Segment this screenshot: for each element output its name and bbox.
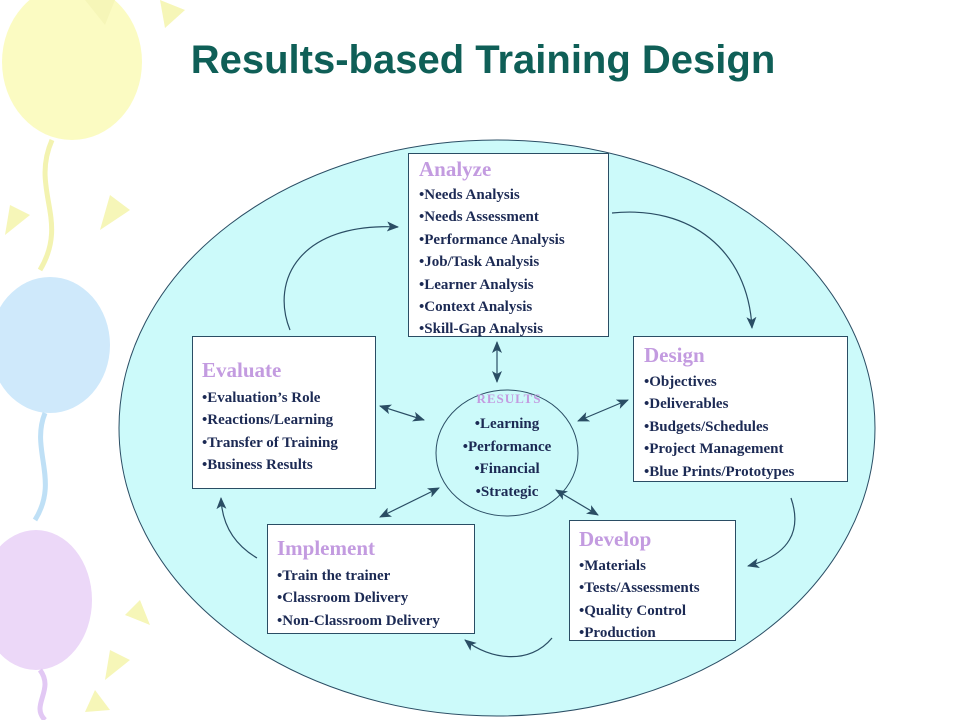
arrow-results-implement	[379, 487, 440, 518]
balloon-decoration-purple	[0, 530, 150, 720]
evaluate-heading: Evaluate	[202, 358, 282, 382]
list-item: Production	[579, 622, 735, 644]
arrow-results-evaluate	[379, 404, 425, 422]
list-item: Financial	[437, 458, 577, 481]
arrow-implement-to-evaluate	[216, 497, 258, 559]
list-item: Learning	[437, 413, 577, 436]
list-item: Train the trainer	[277, 565, 474, 587]
list-item: Tests/Assessments	[579, 577, 735, 599]
evaluate-box: Evaluate Evaluation’s Role Reactions/Lea…	[192, 336, 376, 489]
evaluate-list: Evaluation’s Role Reactions/Learning Tra…	[202, 387, 375, 477]
implement-list: Train the trainer Classroom Delivery Non…	[277, 565, 474, 632]
develop-heading: Develop	[579, 527, 652, 551]
list-item: Performance Analysis	[419, 229, 608, 251]
arrow-results-design	[577, 399, 629, 422]
design-heading: Design	[644, 343, 705, 367]
balloon-decoration-blue	[0, 277, 110, 522]
list-item: Evaluation’s Role	[202, 387, 375, 409]
list-item: Quality Control	[579, 600, 735, 622]
list-item: Skill-Gap Analysis	[419, 318, 608, 340]
analyze-list: Needs Analysis Needs Assessment Performa…	[419, 184, 608, 341]
list-item: Transfer of Training	[202, 432, 375, 454]
list-item: Blue Prints/Prototypes	[644, 461, 847, 483]
arrow-analyze-to-design	[611, 211, 757, 329]
results-heading: RESULTS	[476, 391, 542, 406]
list-item: Project Management	[644, 438, 847, 460]
implement-heading: Implement	[277, 536, 375, 560]
results-center: RESULTS Learning Performance Financial S…	[437, 391, 577, 503]
list-item: Classroom Delivery	[277, 587, 474, 609]
design-list: Objectives Deliverables Budgets/Schedule…	[644, 371, 847, 483]
list-item: Needs Assessment	[419, 206, 608, 228]
list-item: Objectives	[644, 371, 847, 393]
list-item: Deliverables	[644, 393, 847, 415]
develop-box: Develop Materials Tests/Assessments Qual…	[569, 520, 736, 641]
list-item: Job/Task Analysis	[419, 251, 608, 273]
implement-box: Implement Train the trainer Classroom De…	[267, 524, 475, 634]
list-item: Learner Analysis	[419, 274, 608, 296]
design-box: Design Objectives Deliverables Budgets/S…	[633, 336, 848, 482]
balloon-decoration-yellow	[2, 0, 185, 272]
list-item: Reactions/Learning	[202, 409, 375, 431]
arrow-design-to-develop	[747, 497, 796, 569]
list-item: Business Results	[202, 454, 375, 476]
analyze-heading: Analyze	[419, 157, 492, 181]
list-item: Budgets/Schedules	[644, 416, 847, 438]
analyze-box: Analyze Needs Analysis Needs Assessment …	[408, 153, 609, 337]
page-title: Results-based Training Design	[190, 38, 776, 82]
arrow-develop-to-implement	[464, 637, 553, 658]
results-list: Learning Performance Financial Strategic	[437, 413, 577, 503]
develop-list: Materials Tests/Assessments Quality Cont…	[579, 555, 735, 645]
list-item: Needs Analysis	[419, 184, 608, 206]
list-item: Materials	[579, 555, 735, 577]
list-item: Performance	[437, 436, 577, 459]
list-item: Context Analysis	[419, 296, 608, 318]
list-item: Strategic	[437, 481, 577, 504]
arrow-evaluate-to-analyze	[283, 221, 399, 331]
list-item: Non-Classroom Delivery	[277, 610, 474, 632]
